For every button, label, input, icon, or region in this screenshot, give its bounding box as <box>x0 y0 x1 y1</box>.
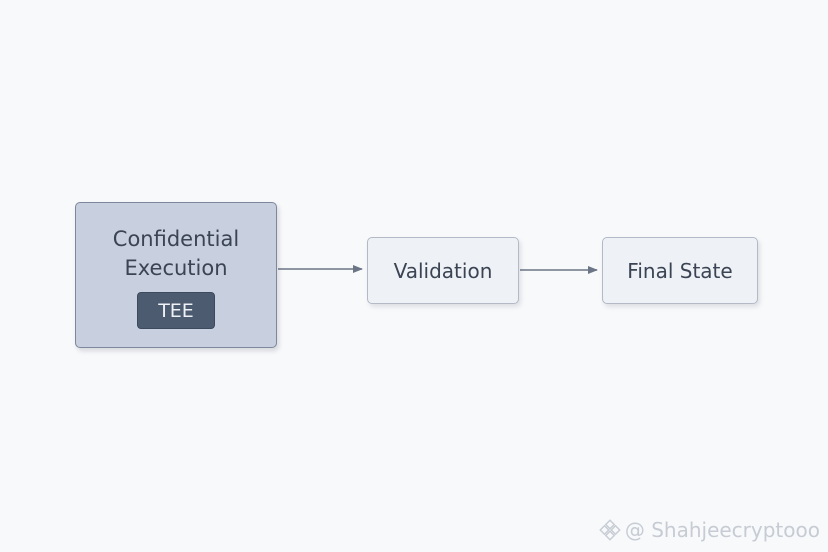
node-validation-label: Validation <box>393 258 493 283</box>
node-validation: Validation <box>367 237 519 304</box>
node-final-state: Final State <box>602 237 758 304</box>
node-confidential-execution-label: Confidential Execution <box>112 227 240 280</box>
node-confidential-execution: Confidential Execution TEE <box>75 202 277 348</box>
watermark-text: @ Shahjeecryptooo <box>624 518 820 542</box>
tee-badge: TEE <box>137 292 215 329</box>
binance-logo-icon <box>599 519 621 541</box>
watermark: @ Shahjeecryptooo <box>599 518 820 542</box>
node-final-state-label: Final State <box>627 258 733 283</box>
